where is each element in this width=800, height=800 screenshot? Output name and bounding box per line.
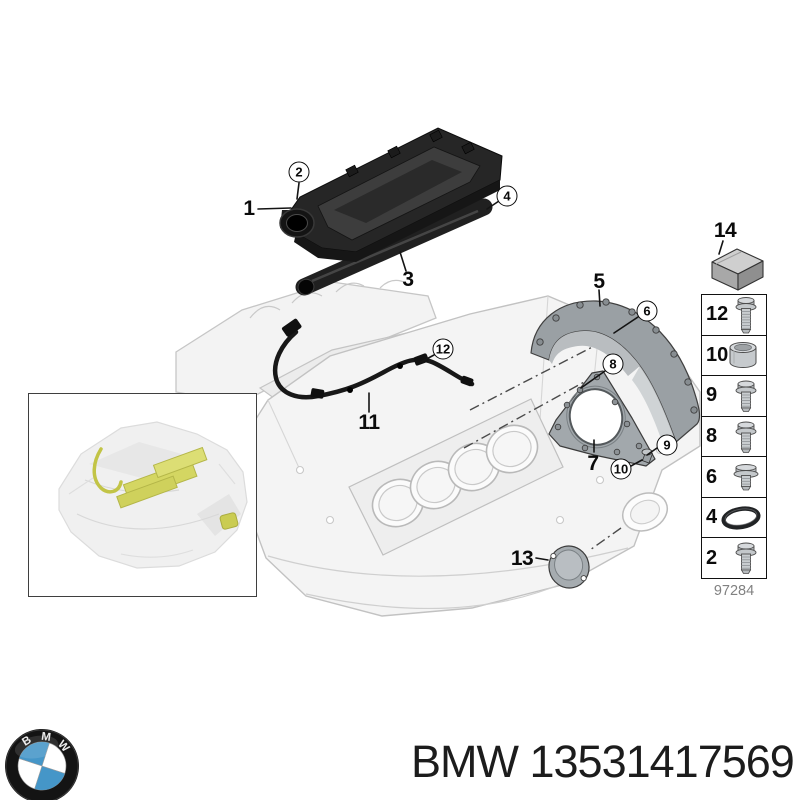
diagram-code: 97284 [713,583,755,599]
hardware-number: 10 [706,343,729,366]
callout-5: 5 [593,270,605,293]
part-number: 13531417569 [529,736,795,787]
bushing-icon [723,339,763,372]
bolt-medium-icon [729,541,763,575]
hardware-number: 12 [706,303,729,326]
callout-9: 9 [656,434,678,456]
engine-thumbnail [28,393,257,597]
bolt-medium-icon [729,420,763,454]
callout-10: 10 [610,458,632,480]
hardware-row-6: 6 [702,456,766,497]
engine-thumbnail-art [58,421,248,569]
hardware-row-12: 12 [702,295,766,335]
callout-2: 2 [288,161,310,183]
callout-6: 6 [636,300,658,322]
callout-4: 4 [496,185,518,207]
callout-3: 3 [402,268,414,291]
o-ring-icon [719,503,763,532]
bmw-logo: B M W [4,729,79,800]
callout-14: 14 [713,219,737,242]
bolt-short-icon [729,463,763,492]
bolt-long-icon [729,295,763,334]
engine-block-art [175,279,701,617]
callout-8: 8 [602,353,624,375]
hardware-number: 8 [706,425,718,448]
callout-13: 13 [510,547,534,570]
hardware-number: 2 [706,546,718,569]
part-14-kit-box [711,248,764,291]
logo-letter-m: M [40,731,51,744]
footer: B M W BMW 13531417569 [0,700,800,800]
part-1-valley-pan-cover [279,127,503,262]
hardware-row-10: 10 [702,334,766,376]
part-7-seal-plate [548,370,656,467]
hardware-row-9: 9 [702,375,766,416]
callout-7: 7 [587,452,599,475]
part-number-text: BMW 13531417569 [411,736,795,788]
hardware-number: 9 [706,384,718,407]
part-5-cover [530,298,701,450]
part-13-cover-plate [548,545,590,589]
highlight-cable [92,447,123,494]
brand-text: BMW [411,736,519,787]
part-11-cable-harness [272,318,475,400]
hardware-row-8: 8 [702,415,766,457]
bolt-medium-icon [729,379,763,413]
leader-lines [257,182,724,561]
hardware-list-table: 12 10 9 8 6 4 2 [701,294,767,579]
hardware-number: 4 [706,506,718,529]
callout-11: 11 [358,411,380,434]
part-3-tube [295,198,493,296]
hardware-row-2: 2 [702,537,766,578]
hardware-number: 6 [706,465,718,488]
highlight-cover-plate [219,512,239,530]
callout-1: 1 [243,197,255,220]
hardware-row-4: 4 [702,496,766,538]
callout-12: 12 [432,338,454,360]
